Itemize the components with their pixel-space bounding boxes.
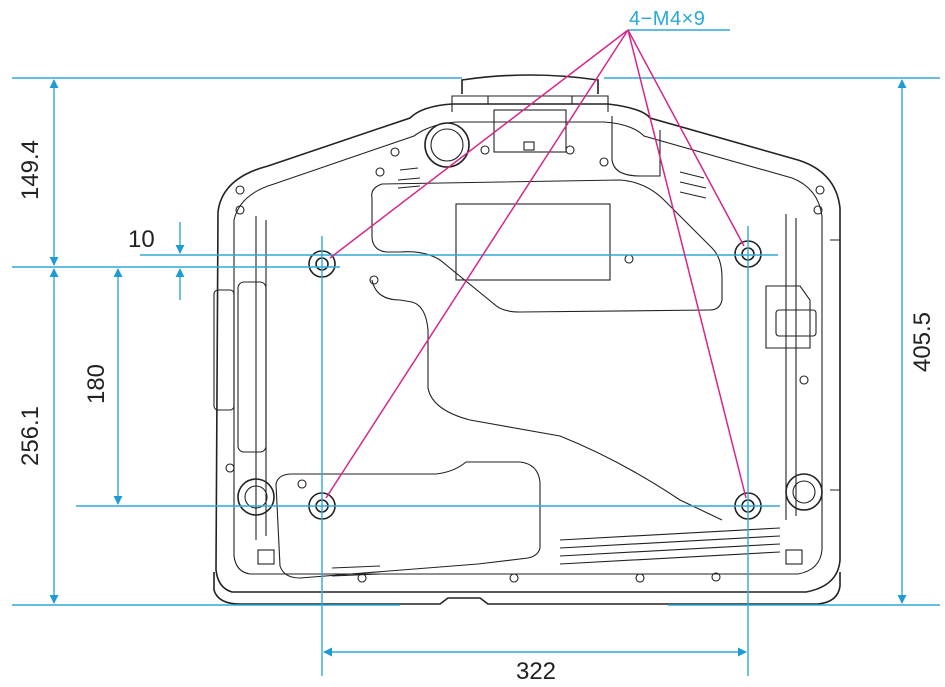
extension-lines	[12, 29, 940, 676]
screw-spec-label: 4−M4×9	[629, 8, 705, 30]
dimension-arrows	[49, 79, 907, 657]
top-height-label: 149.4	[17, 140, 44, 200]
vertical-spacing-label: 180	[83, 364, 110, 404]
projector-outline	[213, 74, 841, 605]
leader-lines	[325, 29, 747, 499]
bottom-height-label: 256.1	[17, 406, 44, 466]
total-height-label: 405.5	[909, 312, 936, 372]
horizontal-spacing-label: 322	[516, 658, 556, 685]
hole-offset-label: 10	[128, 226, 155, 253]
